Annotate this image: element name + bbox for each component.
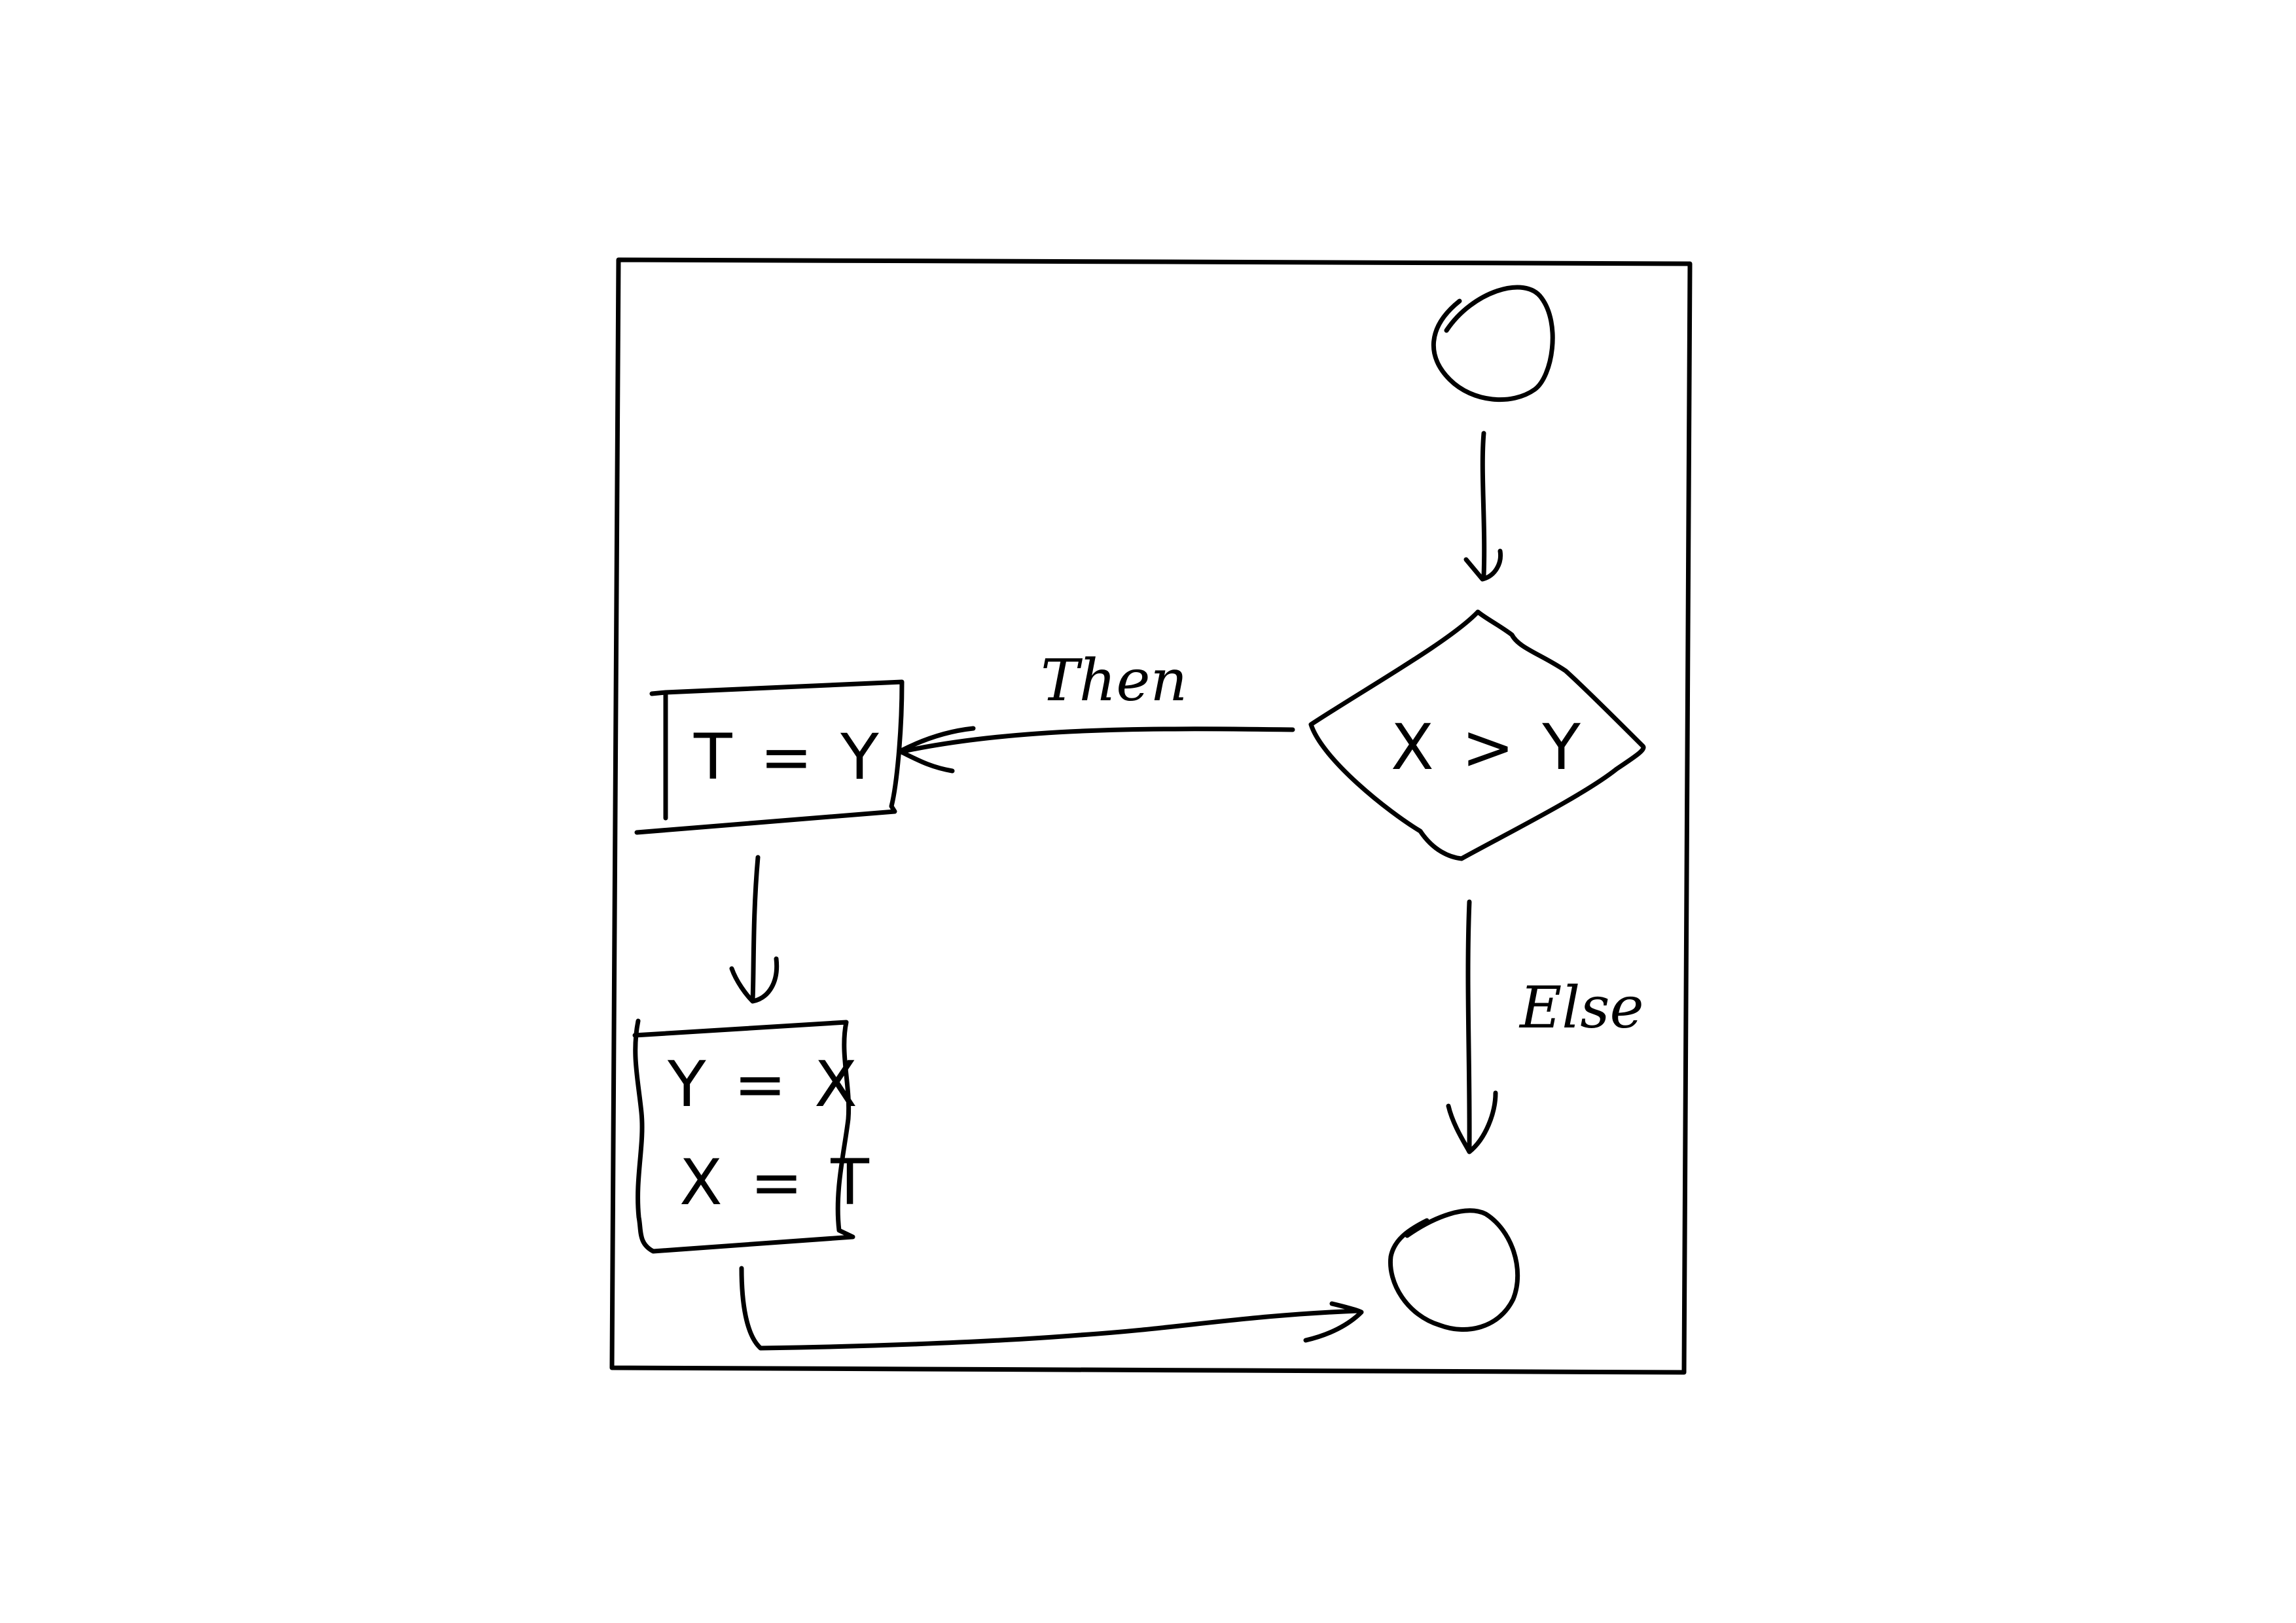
then-label: Then xyxy=(1041,647,1187,714)
swap-node: Y = X X = T xyxy=(632,1018,873,1254)
arrow-start-to-decision xyxy=(1463,431,1503,582)
arrow-else: Else xyxy=(1446,899,1644,1154)
swap-line-2: X = T xyxy=(679,1146,873,1219)
assign-t-node: T = Y xyxy=(634,679,905,835)
outer-frame xyxy=(609,257,1693,1375)
decision-text: X > Y xyxy=(1391,711,1585,784)
arrow-then: Then xyxy=(897,647,1295,774)
arrow-assign-to-swap xyxy=(729,855,780,1004)
arrow-swap-to-end xyxy=(739,1266,1364,1351)
decision-node: X > Y xyxy=(1308,609,1646,861)
end-node xyxy=(1388,1208,1520,1332)
else-label: Else xyxy=(1518,974,1644,1041)
start-node xyxy=(1431,285,1555,402)
swap-line-1: Y = X xyxy=(667,1048,861,1121)
assign-t-text: T = Y xyxy=(693,721,883,794)
